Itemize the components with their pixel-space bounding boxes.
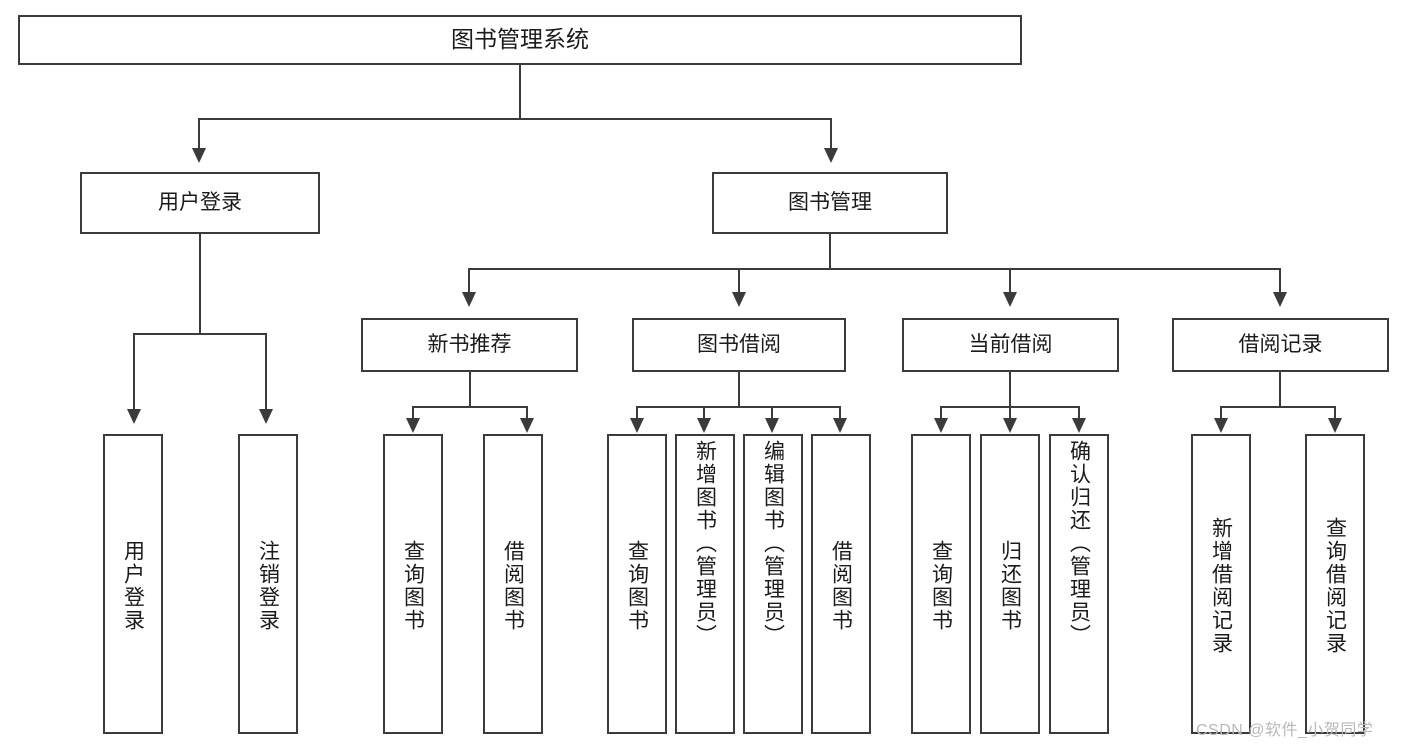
- connector-root-bar: [198, 118, 832, 120]
- arrow-to-leaf-logout: [259, 409, 273, 424]
- connector-root-drop-left: [198, 118, 200, 150]
- connector-book-manage-drop-2: [738, 268, 740, 294]
- arrow-to-leaf-cb-2: [1003, 418, 1017, 433]
- node-label: 图书管理: [788, 190, 872, 214]
- node-borrow-record[interactable]: 借阅记录: [1172, 318, 1389, 372]
- arrow-to-leaf-cb-3: [1072, 418, 1086, 433]
- connector-nbr-drop-1: [412, 406, 414, 420]
- node-label: 用户登录: [121, 540, 145, 632]
- connector-book-manage-drop-3: [1009, 268, 1011, 294]
- arrow-to-book-borrow: [732, 292, 746, 307]
- connector-nbr-bar: [412, 406, 528, 408]
- connector-bb-bar: [636, 406, 841, 408]
- node-label: 编辑图书（管理员）: [761, 440, 785, 647]
- arrow-to-leaf-bb-3: [765, 418, 779, 433]
- node-label: 用户登录: [158, 190, 242, 214]
- connector-bb-stem: [738, 372, 740, 408]
- connector-user-login-stem: [199, 234, 201, 335]
- arrow-to-leaf-bb-2: [697, 418, 711, 433]
- arrow-to-book-manage: [824, 148, 838, 163]
- leaf-user-login[interactable]: 用户登录: [103, 434, 163, 734]
- node-book-borrow[interactable]: 图书借阅: [632, 318, 846, 372]
- arrow-to-leaf-cb-1: [934, 418, 948, 433]
- connector-root-drop-right: [830, 118, 832, 150]
- connector-bb-drop-1: [636, 406, 638, 420]
- node-label: 借阅记录: [1238, 332, 1323, 356]
- node-book-manage[interactable]: 图书管理: [712, 172, 948, 234]
- leaf-cb-confirm-return-admin[interactable]: 确认归还（管理员）: [1049, 434, 1109, 734]
- arrow-to-borrow-record: [1273, 292, 1287, 307]
- node-user-login[interactable]: 用户登录: [80, 172, 320, 234]
- node-root-system[interactable]: 图书管理系统: [18, 15, 1022, 65]
- leaf-br-add-record[interactable]: 新增借阅记录: [1191, 434, 1251, 734]
- connector-cb-stem: [1009, 372, 1011, 408]
- node-new-book-recommend[interactable]: 新书推荐: [361, 318, 578, 372]
- connector-bb-drop-4: [839, 406, 841, 420]
- leaf-cb-return-book[interactable]: 归还图书: [980, 434, 1040, 734]
- node-label: 查询图书: [625, 540, 649, 632]
- arrow-to-current-borrow: [1003, 292, 1017, 307]
- arrow-to-leaf-nbr-2: [520, 418, 534, 433]
- node-label: 新书推荐: [427, 332, 512, 356]
- leaf-br-query-record[interactable]: 查询借阅记录: [1305, 434, 1365, 734]
- watermark-text: CSDN @软件_小贺同学: [1196, 722, 1374, 739]
- connector-book-manage-drop-1: [468, 268, 470, 294]
- arrow-to-leaf-bb-4: [833, 418, 847, 433]
- connector-user-login-drop-1: [133, 333, 135, 411]
- connector-book-manage-drop-4: [1279, 268, 1281, 294]
- connector-book-manage-stem: [829, 234, 831, 270]
- arrow-to-leaf-br-1: [1214, 418, 1228, 433]
- leaf-nbr-query-book[interactable]: 查询图书: [383, 434, 443, 734]
- connector-br-drop-2: [1334, 406, 1336, 420]
- arrow-to-leaf-br-2: [1328, 418, 1342, 433]
- leaf-bb-query-book[interactable]: 查询图书: [607, 434, 667, 734]
- connector-cb-drop-3: [1078, 406, 1080, 420]
- leaf-bb-add-book-admin[interactable]: 新增图书（管理员）: [675, 434, 735, 734]
- connector-nbr-drop-2: [526, 406, 528, 420]
- node-label: 图书管理系统: [451, 26, 589, 53]
- arrow-to-leaf-user-login: [127, 409, 141, 424]
- leaf-logout[interactable]: 注销登录: [238, 434, 298, 734]
- leaf-cb-query-book[interactable]: 查询图书: [911, 434, 971, 734]
- leaf-bb-edit-book-admin[interactable]: 编辑图书（管理员）: [743, 434, 803, 734]
- node-label: 借阅图书: [829, 540, 853, 632]
- connector-user-login-drop-2: [265, 333, 267, 411]
- node-label: 注销登录: [256, 540, 280, 632]
- node-label: 查询图书: [401, 540, 425, 632]
- connector-cb-drop-2: [1009, 406, 1011, 420]
- connector-user-login-bar: [133, 333, 267, 335]
- node-label: 查询借阅记录: [1323, 517, 1347, 655]
- arrow-to-leaf-bb-1: [630, 418, 644, 433]
- node-label: 借阅图书: [501, 540, 525, 632]
- arrow-to-new-book-recommend: [462, 292, 476, 307]
- node-label: 新增借阅记录: [1209, 517, 1233, 655]
- connector-book-manage-bar: [468, 268, 1280, 270]
- arrow-to-user-login: [192, 148, 206, 163]
- arrow-to-leaf-nbr-1: [406, 418, 420, 433]
- node-label: 查询图书: [929, 540, 953, 632]
- node-current-borrow[interactable]: 当前借阅: [902, 318, 1119, 372]
- leaf-bb-borrow-book[interactable]: 借阅图书: [811, 434, 871, 734]
- connector-cb-drop-1: [940, 406, 942, 420]
- node-label: 图书借阅: [697, 332, 781, 356]
- node-label: 确认归还（管理员）: [1067, 440, 1091, 647]
- connector-root-stem: [519, 65, 521, 120]
- connector-bb-drop-2: [703, 406, 705, 420]
- connector-br-bar: [1220, 406, 1336, 408]
- leaf-nbr-borrow-book[interactable]: 借阅图书: [483, 434, 543, 734]
- node-label: 当前借阅: [968, 332, 1053, 356]
- node-label: 新增图书（管理员）: [693, 440, 717, 647]
- connector-nbr-stem: [469, 372, 471, 408]
- connector-br-drop-1: [1220, 406, 1222, 420]
- connector-br-stem: [1279, 372, 1281, 408]
- connector-bb-drop-3: [771, 406, 773, 420]
- node-label: 归还图书: [998, 540, 1022, 632]
